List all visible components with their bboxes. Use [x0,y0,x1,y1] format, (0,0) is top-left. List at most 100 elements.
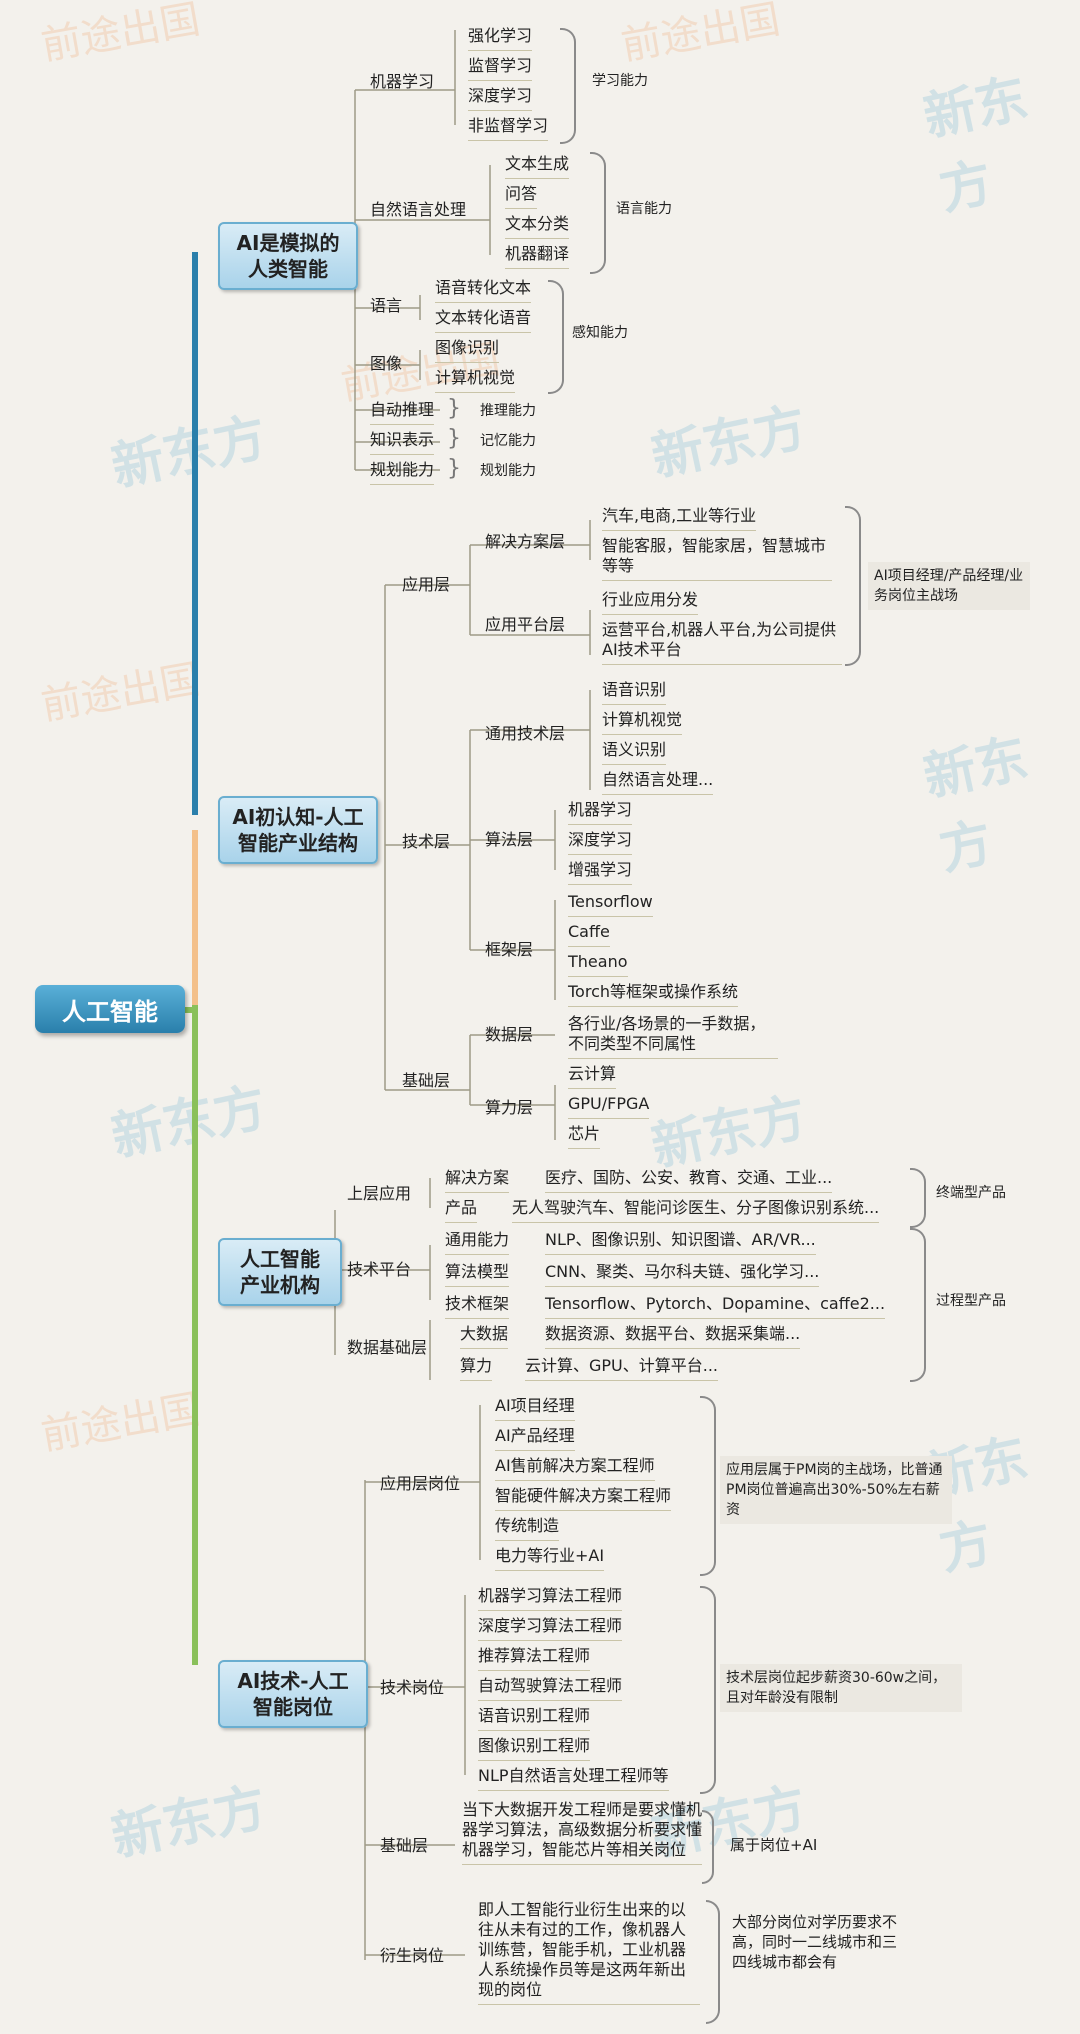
node-base-jobs[interactable]: 基础层 [380,1836,429,1855]
job-power-ai[interactable]: 电力等行业+AI [495,1546,605,1571]
branch-ai-jobs[interactable]: AI技术-人工 智能岗位 [218,1660,368,1728]
node-compute[interactable]: 算力 [460,1356,493,1381]
node-text-to-speech[interactable]: 文本转化语音 [435,308,532,333]
node-supervised[interactable]: 监督学习 [468,56,533,81]
node-solution[interactable]: 解决方案 [445,1168,510,1193]
node-tech-framework[interactable]: 技术框架 [445,1294,510,1319]
branch-title-line2: 智能岗位 [253,1695,333,1719]
node-app-distribution[interactable]: 行业应用分发 [602,590,699,615]
node-algo-list[interactable]: CNN、聚类、马尔科夫链、强化学习... [545,1262,820,1287]
note-job-plus-ai: 属于岗位+AI [730,1836,818,1854]
job-nlp-engineer[interactable]: NLP自然语言处理工程师等 [478,1766,669,1791]
node-product[interactable]: 产品 [445,1198,478,1223]
node-derived-jobs[interactable]: 衍生岗位 [380,1946,445,1965]
node-base-layer[interactable]: 基础层 [402,1071,451,1090]
squiggle-icon: } [447,426,461,451]
branch-industry-structure[interactable]: AI初认知-人工 智能产业结构 [218,796,378,864]
job-ml-engineer[interactable]: 机器学习算法工程师 [478,1586,623,1611]
node-qa[interactable]: 问答 [505,184,538,209]
node-chip[interactable]: 芯片 [568,1124,601,1149]
job-presales[interactable]: AI售前解决方案工程师 [495,1456,655,1481]
job-hardware[interactable]: 智能硬件解决方案工程师 [495,1486,672,1511]
job-ai-product[interactable]: AI产品经理 [495,1426,575,1451]
node-deep-learning[interactable]: 深度学习 [468,86,533,111]
node-nlp[interactable]: 自然语言处理 [370,200,467,219]
node-text-gen[interactable]: 文本生成 [505,154,570,179]
node-tech-layer[interactable]: 技术层 [402,832,451,851]
node-upper-app[interactable]: 上层应用 [347,1184,412,1203]
node-torch[interactable]: Torch等框架或操作系统 [568,982,739,1007]
job-ai-pm[interactable]: AI项目经理 [495,1396,575,1421]
node-knowledge[interactable]: 知识表示 [370,430,435,455]
node-machine-learning[interactable]: 机器学习 [568,800,633,825]
job-speech-engineer[interactable]: 语音识别工程师 [478,1706,591,1731]
branch-ai-simulation[interactable]: AI是模拟的 人类智能 [218,222,358,290]
brace [910,1168,926,1228]
node-data-desc[interactable]: 各行业/各场景的一手数据，不同类型不同属性 [568,1014,778,1059]
node-general-tech[interactable]: 通用技术层 [485,724,566,743]
note-terminal-product: 终端型产品 [936,1185,1006,1201]
node-framework-list[interactable]: Tensorflow、Pytorch、Dopamine、caffe2... [545,1294,886,1319]
node-cv[interactable]: 计算机视觉 [435,368,516,393]
node-compute-list[interactable]: 云计算、GPU、计算平台... [525,1356,719,1381]
node-semantic-recog[interactable]: 语义识别 [602,740,667,765]
node-algorithm-layer[interactable]: 算法层 [485,830,534,849]
node-solution-layer[interactable]: 解决方案层 [485,532,566,551]
node-solution-list[interactable]: 医疗、国防、公安、教育、交通、工业... [545,1168,833,1193]
node-cloud[interactable]: 云计算 [568,1064,617,1089]
node-derived-desc[interactable]: 即人工智能行业衍生出来的以往从未有过的工作，像机器人训练营，智能手机，工业机器人… [478,1900,700,2005]
node-reasoning[interactable]: 自动推理 [370,400,435,425]
node-computer-vision[interactable]: 计算机视觉 [602,710,683,735]
job-autodrive-engineer[interactable]: 自动驾驶算法工程师 [478,1676,623,1701]
node-general-ability[interactable]: 通用能力 [445,1230,510,1255]
node-reinforcement[interactable]: 增强学习 [568,860,633,885]
node-deep-learning[interactable]: 深度学习 [568,830,633,855]
node-caffe[interactable]: Caffe [568,922,610,947]
node-tech-jobs[interactable]: 技术岗位 [380,1678,445,1697]
node-language[interactable]: 语言 [370,296,403,315]
brace [560,28,576,144]
squiggle-icon: } [447,396,461,421]
node-bigdata-list[interactable]: 数据资源、数据平台、数据采集端... [545,1324,801,1349]
node-app-jobs[interactable]: 应用层岗位 [380,1474,461,1493]
node-ops-platform[interactable]: 运营平台,机器人平台,为公司提供AI技术平台 [602,620,842,665]
node-rl[interactable]: 强化学习 [468,26,533,51]
node-unsupervised[interactable]: 非监督学习 [468,116,549,141]
job-dl-engineer[interactable]: 深度学习算法工程师 [478,1616,623,1641]
node-image[interactable]: 图像 [370,354,403,373]
node-platform-layer[interactable]: 应用平台层 [485,615,566,634]
node-smart-services[interactable]: 智能客服，智能家居，智慧城市等等 [602,536,832,581]
job-image-engineer[interactable]: 图像识别工程师 [478,1736,591,1761]
node-framework-layer[interactable]: 框架层 [485,940,534,959]
job-manufacturing[interactable]: 传统制造 [495,1516,560,1541]
root-node[interactable]: 人工智能 [35,985,185,1033]
node-ml[interactable]: 机器学习 [370,72,435,91]
node-tensorflow[interactable]: Tensorflow [568,892,653,917]
note-learning: 学习能力 [592,73,648,89]
node-app-layer[interactable]: 应用层 [402,575,451,594]
node-data-layer[interactable]: 数据层 [485,1025,534,1044]
brace [700,1586,716,1794]
brace [548,280,564,394]
node-mt[interactable]: 机器翻译 [505,244,570,269]
node-nlp-tech[interactable]: 自然语言处理... [602,770,714,795]
node-algo-model[interactable]: 算法模型 [445,1262,510,1287]
node-general-list[interactable]: NLP、图像识别、知识图谱、AR/VR... [545,1230,816,1255]
node-product-list[interactable]: 无人驾驶汽车、智能问诊医生、分子图像识别系统... [512,1198,880,1223]
node-data-base[interactable]: 数据基础层 [347,1338,428,1357]
node-image-recog[interactable]: 图像识别 [435,338,500,363]
node-tech-platform[interactable]: 技术平台 [347,1260,412,1279]
node-speech-recog[interactable]: 语音识别 [602,680,667,705]
branch-industry-org[interactable]: 人工智能 产业机构 [218,1238,342,1306]
job-rec-engineer[interactable]: 推荐算法工程师 [478,1646,591,1671]
node-gpu[interactable]: GPU/FPGA [568,1094,650,1119]
node-compute-layer[interactable]: 算力层 [485,1098,534,1117]
branch-title-line1: AI是模拟的 [236,231,340,255]
node-industries[interactable]: 汽车,电商,工业等行业 [602,506,757,531]
node-theano[interactable]: Theano [568,952,628,977]
node-bigdata[interactable]: 大数据 [460,1324,509,1349]
node-base-desc[interactable]: 当下大数据开发工程师是要求懂机器学习算法，高级数据分析要求懂机器学习，智能芯片等… [462,1800,702,1865]
node-text-class[interactable]: 文本分类 [505,214,570,239]
node-planning[interactable]: 规划能力 [370,460,435,485]
node-speech-to-text[interactable]: 语音转化文本 [435,278,532,303]
